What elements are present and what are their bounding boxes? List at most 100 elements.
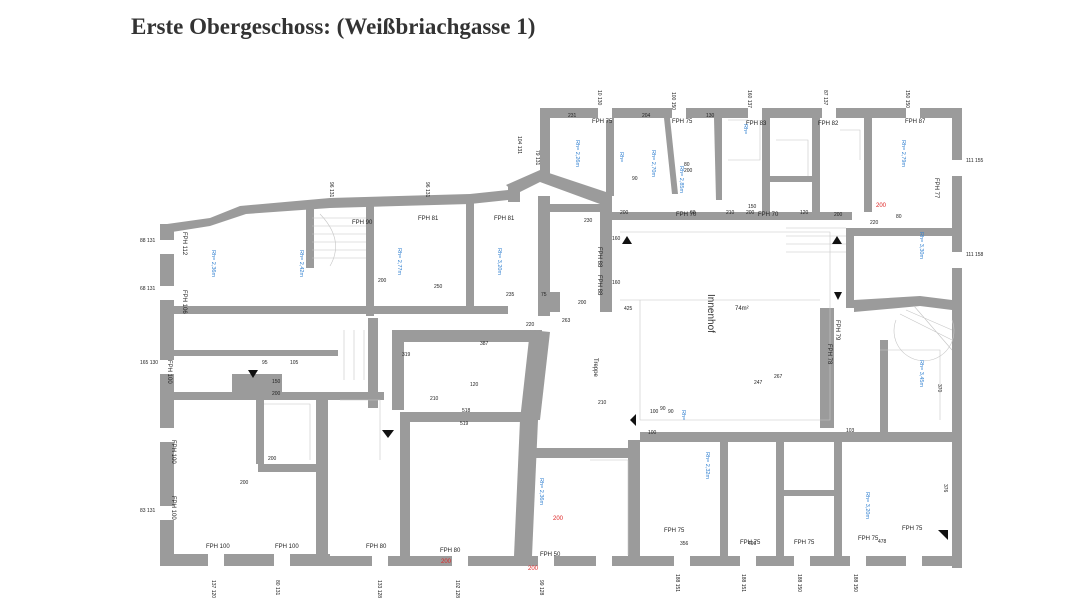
edge-dimension-label: 83 131 [140, 508, 156, 514]
fph-label: FPH 80 [440, 548, 461, 554]
edge-dimension-label: 88 131 [140, 238, 156, 244]
dimension-label: 235 [506, 292, 515, 298]
room-height-label: Rh= [618, 152, 624, 162]
dimension-label: 210 [430, 396, 439, 402]
dimension-label: 200 [272, 391, 281, 397]
dimension-label: 356 [680, 541, 689, 547]
fph-label: FPH 75 [672, 119, 693, 125]
room-height-label: Rh= 3,30m [918, 232, 924, 259]
room-height-label: Rh= 3,20m [864, 492, 870, 519]
fph-label: FPH 78 [826, 344, 832, 365]
dimension-label: 200 [240, 480, 249, 486]
fph-label: FPH 82 [818, 121, 839, 127]
fph-label: FPH 100 [275, 544, 299, 550]
edge-dimension-label: 137 120 [210, 580, 216, 598]
fph-label: FPH 70 [676, 212, 697, 218]
edge-dimension-label: 68 131 [140, 286, 156, 292]
fph-label: FPH 77 [933, 178, 939, 199]
dimension-label: 425 [624, 306, 633, 312]
edge-dimension-label: 165 130 [140, 360, 158, 366]
dimension-label: 90 [660, 406, 666, 412]
dimension-label: 376 [942, 484, 948, 493]
dimension-label: 200 [578, 300, 587, 306]
edge-dimension-label: 188 151 [740, 574, 746, 592]
dimension-label: 80 [684, 162, 690, 168]
room-height-label: Rh= 2,36m [210, 250, 216, 277]
edge-dimension-label: 111 158 [966, 252, 984, 258]
room-height-label: Rh= 2,85m [678, 166, 684, 193]
edge-dimension-label: 188 150 [796, 574, 802, 592]
dimension-label: 210 [726, 210, 735, 216]
dimension-label: 160 [612, 236, 621, 242]
edge-dimension-label: 80 131 [274, 580, 280, 596]
edge-dimension-label: 133 128 [376, 580, 382, 598]
dimension-label: 103 [846, 428, 855, 434]
page-title: Erste Obergeschoss: (Weißbriachgasse 1) [131, 14, 536, 39]
dimension-label: 200 [378, 278, 387, 284]
edge-dimension-label: 99 128 [538, 580, 544, 596]
dimension-label: 220 [870, 220, 879, 226]
dimension-label: 90 [632, 176, 638, 182]
dimension-label: 210 [598, 400, 607, 406]
fph-label: FPH 83 [746, 121, 767, 127]
fph-label: FPH 87 [905, 119, 926, 125]
dimension-label: 200 [834, 212, 843, 218]
fph-label: FPH 100 [170, 440, 176, 464]
dimension-label: 75 [541, 292, 547, 298]
red-marker-label: 200 [528, 566, 539, 572]
courtyard-label: Innenhof [705, 294, 716, 333]
fph-label-group: FPH 75 FPH 75 FPH 83 FPH 82 FPH 87 FPH 77 FPH … [166, 119, 939, 558]
room-height-label: Rh= 2,79m [900, 140, 906, 167]
dimension-label: 519 [460, 421, 469, 427]
dimension-label: 231 [568, 113, 577, 119]
dimension-label: 319 [402, 352, 411, 358]
windows [158, 106, 964, 568]
dimension-label: 150 [748, 204, 757, 210]
dimension-label: 263 [562, 318, 571, 324]
red-marker-label: 200 [441, 559, 452, 565]
dimension-label: 267 [774, 374, 783, 380]
wall-structure [160, 108, 962, 568]
fph-label: FPH 79 [834, 320, 840, 341]
edge-dimension-label: 96 131 [328, 182, 334, 198]
edge-dimension-label: 160 137 [746, 90, 752, 108]
room-height-label: Rh= 2,42m [298, 250, 304, 277]
fph-label: FPH 75 [740, 540, 761, 546]
dimension-label: 105 [290, 360, 299, 366]
fph-label: FPH 75 [592, 119, 613, 125]
dimension-label: 250 [434, 284, 443, 290]
room-height-label: Rh= 2,32m [704, 452, 710, 479]
dimension-label: 120 [470, 382, 479, 388]
triangle-marker-icon [248, 236, 948, 540]
dimension-label: 387 [480, 341, 489, 347]
dimension-label: 90 [668, 409, 674, 415]
edge-dimension-label: 102 128 [454, 580, 460, 598]
room-height-label: Rh= 2,36m [538, 478, 544, 505]
room-height-label: Rh= 3,20m [496, 248, 502, 275]
dimension-label: 100 [650, 409, 659, 415]
fph-label: FPH 75 [902, 526, 923, 532]
fph-label: FPH 100 [166, 360, 172, 384]
dimension-label: 478 [878, 539, 887, 545]
red-marker-group: 200 200 200 200 [441, 203, 887, 572]
red-marker-label: 200 [553, 516, 564, 522]
room-height-label: Rh= [742, 124, 748, 134]
fph-label: FPH 75 [664, 528, 685, 534]
fph-label: FPH 70 [758, 212, 779, 218]
edge-dimension-label: 10 130 [596, 90, 602, 106]
fph-label: FPH 75 [858, 536, 879, 542]
dimension-label: 200 [620, 210, 629, 216]
dimension-label: 518 [462, 408, 471, 414]
dimension-label: 150 [272, 379, 281, 385]
dimension-label: 200 [746, 210, 755, 216]
edge-dimension-label: 188 151 [674, 574, 680, 592]
room-height-label: Rh= 2,77m [396, 248, 402, 275]
dimension-label: 80 [896, 214, 902, 220]
fph-label: FPH 81 [494, 216, 515, 222]
edge-dimension-label: 87 137 [822, 90, 828, 106]
dimension-label: 230 [584, 218, 593, 224]
dimension-label: 204 [642, 113, 651, 119]
